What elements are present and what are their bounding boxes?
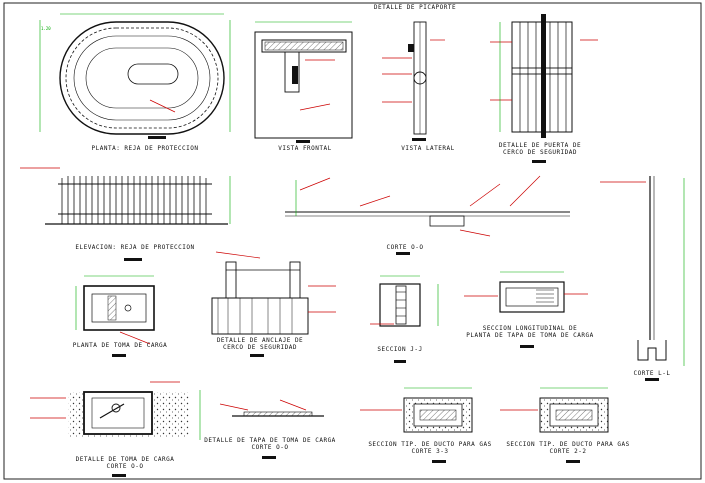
lid-detail <box>219 399 324 459</box>
label-planta-reja: PLANTA: REJA DE PROTECCION <box>91 145 199 152</box>
label-seccion-jj: SECCION J-J <box>377 346 423 353</box>
side-view-latch <box>382 21 445 141</box>
front-view-latch <box>254 21 353 143</box>
label-vista-frontal: VISTA FRONTAL <box>278 145 332 152</box>
anchor-detail <box>211 251 336 357</box>
loading-intake-section <box>30 381 201 477</box>
section-l-l <box>600 176 685 381</box>
section-j-j <box>370 275 439 363</box>
sheet-border <box>3 2 702 480</box>
longitudinal-section <box>464 271 588 348</box>
fence-elevation <box>20 167 231 261</box>
section-o-o <box>285 175 570 255</box>
plan-protection-fence <box>39 13 231 139</box>
loading-intake-plan <box>75 275 155 357</box>
header-title: DETALLE DE PICAPORTE <box>373 4 457 11</box>
door-detail <box>490 14 598 163</box>
label-vista-lateral: VISTA LATERAL <box>401 145 455 152</box>
gas-duct-section-3-3 <box>360 387 473 463</box>
label-planta-toma: PLANTA DE TOMA DE CARGA <box>72 342 168 349</box>
gas-duct-section-2-2 <box>500 387 609 463</box>
label-corte-oo: CORTE O-O <box>386 244 424 251</box>
svg-text:1.20: 1.20 <box>41 26 51 31</box>
label-elevacion: ELEVACION: REJA DE PROTECCION <box>75 244 195 251</box>
label-corte-ll: CORTE L-L <box>633 370 671 377</box>
